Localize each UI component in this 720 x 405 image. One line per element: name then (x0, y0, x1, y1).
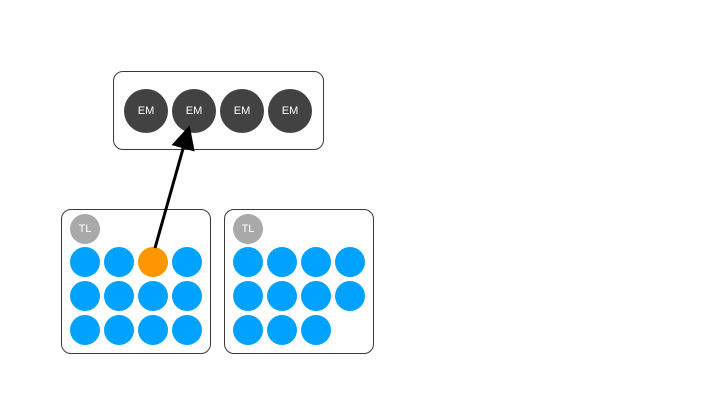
team-box-2: TL (224, 209, 374, 354)
team-lead-node: TL (233, 214, 263, 244)
em-node: EM (124, 89, 168, 133)
member-node (267, 315, 297, 345)
em-node: EM (268, 89, 312, 133)
member-node (301, 247, 331, 277)
em-group-box: EM EM EM EM (113, 71, 324, 150)
member-node (172, 281, 202, 311)
member-node (335, 247, 365, 277)
member-node (233, 247, 263, 277)
member-node (104, 281, 134, 311)
member-node (301, 315, 331, 345)
highlighted-member-node (138, 247, 168, 277)
member-node (138, 315, 168, 345)
member-node (70, 281, 100, 311)
member-node (233, 315, 263, 345)
member-node (267, 247, 297, 277)
member-node (301, 281, 331, 311)
member-node (70, 315, 100, 345)
em-node: EM (172, 89, 216, 133)
member-node (104, 247, 134, 277)
em-node: EM (220, 89, 264, 133)
member-node (172, 247, 202, 277)
member-node (233, 281, 263, 311)
member-node (104, 315, 134, 345)
member-node (70, 247, 100, 277)
member-node (138, 281, 168, 311)
member-node (335, 281, 365, 311)
member-node (172, 315, 202, 345)
team-box-1: TL (61, 209, 211, 354)
team-lead-node: TL (70, 214, 100, 244)
member-node (267, 281, 297, 311)
